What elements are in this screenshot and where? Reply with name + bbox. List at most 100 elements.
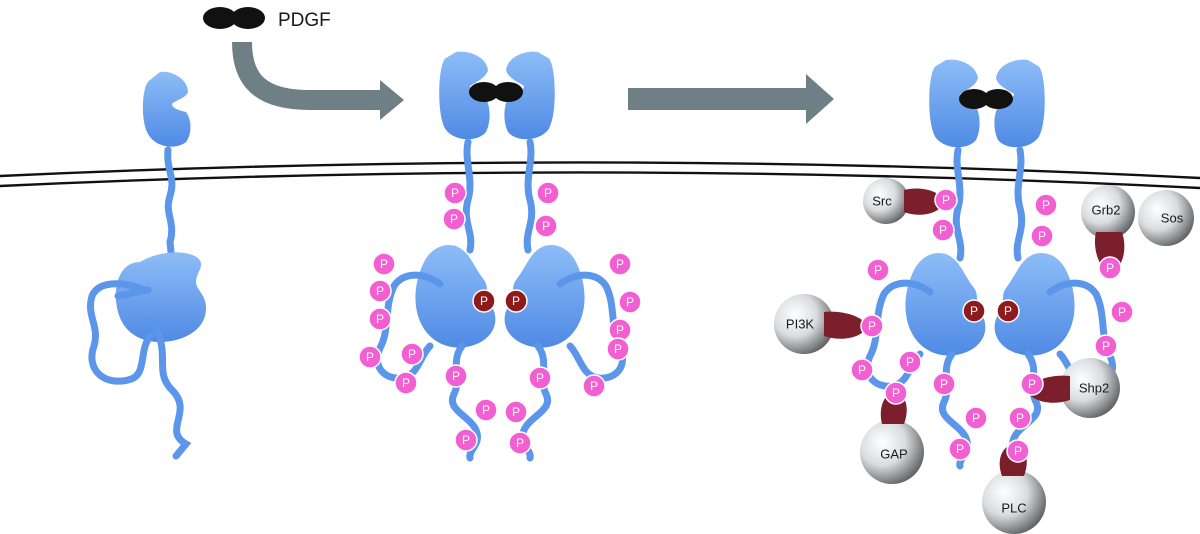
svg-text:P: P — [376, 284, 384, 298]
phosphotyrosine-site: P — [934, 188, 958, 212]
phosphotyrosine-site: P — [442, 207, 466, 231]
svg-text:P: P — [542, 219, 550, 233]
svg-text:P: P — [452, 369, 460, 383]
phosphotyrosine-site: P — [866, 258, 890, 282]
svg-text:P: P — [970, 304, 978, 318]
pi3k-label: PI3K — [786, 317, 815, 332]
svg-text:P: P — [512, 294, 520, 308]
phosphotyrosine-site: P — [394, 371, 418, 395]
pdgf-label: PDGF — [278, 10, 331, 31]
phosphotyrosine-site: P — [534, 214, 558, 238]
adaptor-gap: GAP — [860, 392, 924, 484]
phosphotyrosine-site: P — [536, 181, 560, 205]
phosphotyrosine-site: P — [606, 337, 630, 361]
src-label: Src — [872, 194, 892, 209]
kinase-phospho-site: P — [504, 289, 528, 313]
svg-text:P: P — [874, 263, 882, 277]
phosphotyrosine-site: P — [1008, 406, 1032, 430]
svg-text:P: P — [1014, 444, 1022, 458]
phosphotyrosine-site: P — [1098, 256, 1122, 280]
kinase-phospho-site: P — [962, 299, 986, 323]
phosphotyrosine-site: P — [372, 252, 396, 276]
svg-text:P: P — [868, 319, 876, 333]
svg-text:P: P — [1038, 229, 1046, 243]
phosphotyrosine-site: P — [454, 428, 478, 452]
pdgf-ligand — [203, 7, 265, 29]
phosphotyrosine-site: P — [368, 307, 392, 331]
kinase-phospho-site: P — [472, 289, 496, 313]
phosphotyrosine-site: P — [443, 181, 467, 205]
phosphotyrosine-site: P — [931, 218, 955, 242]
phosphotyrosine-site: P — [608, 252, 632, 276]
svg-text:P: P — [858, 363, 866, 377]
phosphotyrosine-site: P — [400, 342, 424, 366]
sos-label: Sos — [1161, 211, 1184, 226]
phosphotyrosine-site: P — [1030, 224, 1054, 248]
gap-label: GAP — [880, 447, 907, 462]
phosphotyrosine-site: P — [1094, 334, 1118, 358]
adaptor-pi3k: PI3K — [774, 294, 868, 354]
phosphotyrosine-site: P — [884, 381, 908, 405]
phosphotyrosine-site: P — [898, 350, 922, 374]
svg-text:P: P — [376, 312, 384, 326]
svg-text:P: P — [939, 223, 947, 237]
svg-text:P: P — [480, 294, 488, 308]
monomer-kinase-domain — [115, 252, 206, 342]
phosphotyrosine-site: P — [964, 406, 988, 430]
svg-text:P: P — [906, 355, 914, 369]
phosphotyrosine-site: P — [1034, 193, 1058, 217]
phosphotyrosine-site: P — [358, 345, 382, 369]
plc-label: PLC — [1001, 501, 1026, 516]
svg-text:P: P — [366, 350, 374, 364]
shp2-label: Shp2 — [1079, 381, 1109, 396]
svg-text:P: P — [616, 257, 624, 271]
svg-text:P: P — [972, 411, 980, 425]
phosphotyrosine-site: P — [368, 279, 392, 303]
svg-text:P: P — [536, 371, 544, 385]
svg-text:P: P — [402, 376, 410, 390]
phosphotyrosine-site: P — [618, 290, 642, 314]
svg-text:P: P — [544, 186, 552, 200]
svg-text:P: P — [614, 342, 622, 356]
activation-arrow — [628, 74, 834, 124]
monomer-ext-domain — [142, 71, 191, 147]
phosphotyrosine-site: P — [1006, 439, 1030, 463]
phosphotyrosine-site: P — [582, 374, 606, 398]
adaptor-shp2: Shp2 — [1026, 358, 1120, 418]
binding-arrow — [232, 41, 404, 120]
svg-text:P: P — [940, 377, 948, 391]
svg-text:P: P — [462, 433, 470, 447]
svg-text:P: P — [408, 347, 416, 361]
phosphotyrosine-site: P — [1110, 300, 1134, 324]
adaptor-src: Src — [863, 178, 944, 224]
svg-text:P: P — [380, 257, 388, 271]
phosphotyrosine-site: P — [508, 431, 532, 455]
svg-text:P: P — [892, 386, 900, 400]
svg-text:P: P — [616, 323, 624, 337]
dimer-receptor-phosphorylated — [374, 51, 626, 462]
svg-text:P: P — [1106, 261, 1114, 275]
kinase-phospho-site: P — [996, 299, 1020, 323]
svg-text:P: P — [1102, 339, 1110, 353]
phosphotyrosine-site: P — [504, 400, 528, 424]
svg-text:P: P — [1004, 304, 1012, 318]
phosphotyrosine-site: P — [474, 398, 498, 422]
svg-text:P: P — [956, 442, 964, 456]
phosphotyrosine-site: P — [444, 364, 468, 388]
phosphotyrosine-site: P — [528, 366, 552, 390]
phosphotyrosine-site: P — [932, 372, 956, 396]
svg-text:P: P — [450, 212, 458, 226]
phosphotyrosine-site: P — [1020, 372, 1044, 396]
phosphotyrosine-site: P — [948, 437, 972, 461]
svg-text:P: P — [1016, 411, 1024, 425]
phosphotyrosine-site: P — [860, 314, 884, 338]
phosphotyrosine-site: P — [850, 358, 874, 382]
monomer-receptor — [87, 71, 206, 460]
svg-text:P: P — [942, 193, 950, 207]
svg-text:P: P — [626, 295, 634, 309]
svg-text:P: P — [590, 379, 598, 393]
grb2-label: Grb2 — [1092, 203, 1121, 218]
svg-text:P: P — [1042, 198, 1050, 212]
